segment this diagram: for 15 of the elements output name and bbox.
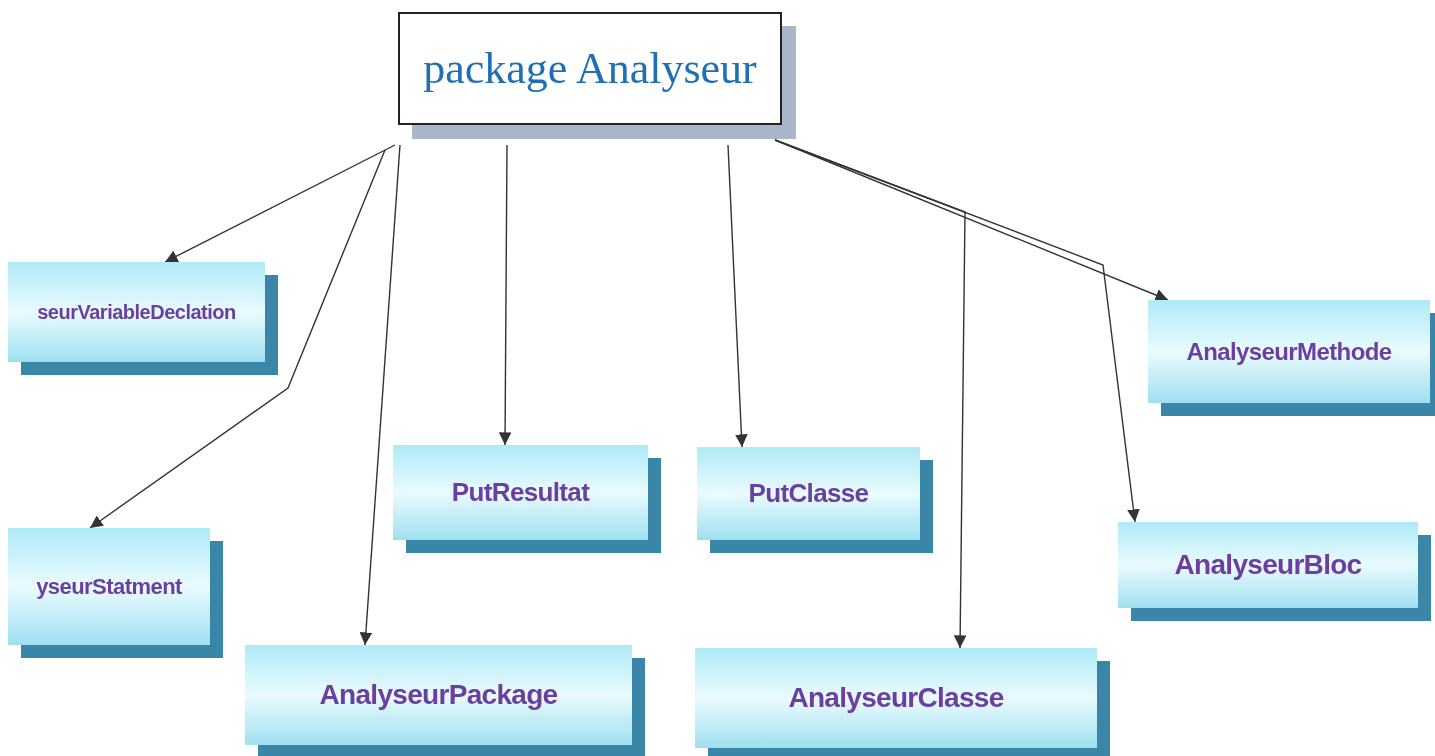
arrow (164, 144, 396, 263)
class-name: AnalyseurClasse (788, 681, 1004, 715)
arrow (774, 139, 1140, 523)
class-name: seurVariableDeclation (37, 300, 236, 325)
class-name: AnalyseurBloc (1174, 548, 1362, 582)
class-name: PutClasse (748, 477, 869, 510)
arrow (498, 144, 512, 446)
package-title: package Analyseur (423, 42, 757, 95)
arrow (727, 144, 748, 448)
class-name: AnalyseurPackage (319, 678, 558, 712)
arrow (89, 149, 386, 529)
class-name: AnalyseurMethode (1186, 336, 1392, 367)
class-name: yseurStatment (36, 573, 182, 601)
arrow (359, 144, 401, 646)
class-name: PutResultat (451, 476, 590, 509)
